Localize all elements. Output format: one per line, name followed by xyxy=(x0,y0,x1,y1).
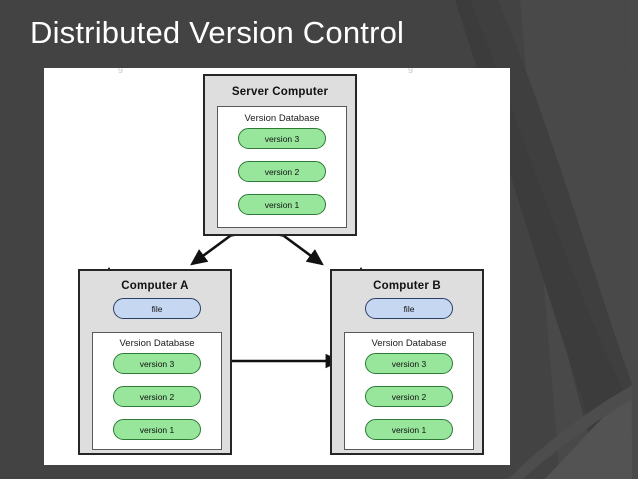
page-title: Distributed Version Control xyxy=(30,15,405,50)
arrow-server-to-computer-a xyxy=(190,221,247,266)
computer-b-box: Computer B file Version Database version… xyxy=(330,269,484,455)
computer-a-version-2-node: version 2 xyxy=(113,386,201,407)
server-version-3-node: version 3 xyxy=(238,128,326,149)
server-computer-box: Server Computer Version Database version… xyxy=(203,74,357,236)
crop-artifact-left: g xyxy=(118,68,124,73)
background-edge-strip xyxy=(630,0,638,479)
diagram-image-panel: g g xyxy=(44,68,510,465)
computer-b-file-node: file xyxy=(365,298,453,319)
computer-b-title: Computer B xyxy=(373,280,441,292)
server-version-database-label: Version Database xyxy=(244,113,320,124)
computer-b-version-database-label: Version Database xyxy=(371,338,447,349)
arrow-server-to-computer-b xyxy=(267,221,324,266)
server-version-2-node: version 2 xyxy=(238,161,326,182)
crop-artifact-right: g xyxy=(408,68,414,73)
computer-b-version-1-node: version 1 xyxy=(365,419,453,440)
computer-a-version-3-node: version 3 xyxy=(113,353,201,374)
computer-a-title: Computer A xyxy=(121,280,189,292)
computer-a-file-node: file xyxy=(113,298,201,319)
computer-a-version-database-label: Version Database xyxy=(119,338,195,349)
version-control-diagram: g g xyxy=(44,68,510,465)
computer-a-version-1-node: version 1 xyxy=(113,419,201,440)
server-computer-title: Server Computer xyxy=(231,86,329,98)
computer-a-box: Computer A file Version Database version… xyxy=(78,269,232,455)
server-version-1-node: version 1 xyxy=(238,194,326,215)
computer-b-version-3-node: version 3 xyxy=(365,353,453,374)
background-corner-sweep xyxy=(508,382,638,479)
computer-b-version-2-node: version 2 xyxy=(365,386,453,407)
